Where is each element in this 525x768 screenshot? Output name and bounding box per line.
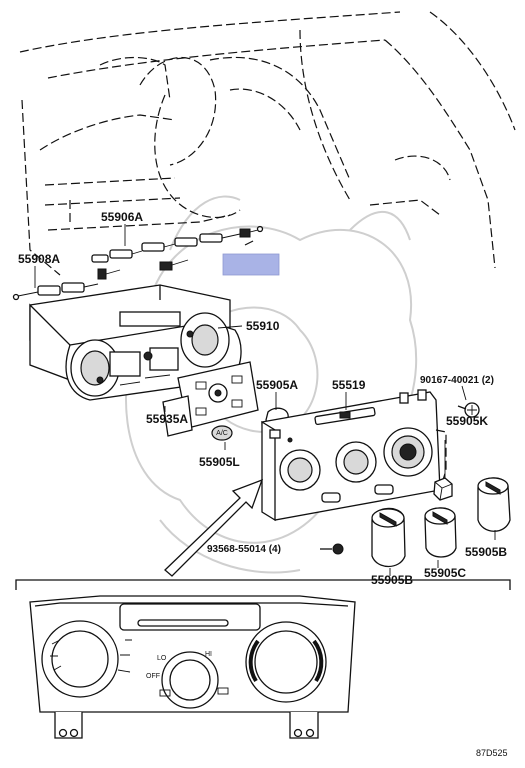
label-55910: 55910: [246, 319, 280, 333]
screw-90167: [457, 402, 480, 418]
knob-55905B-right: [477, 477, 511, 532]
label-55519: 55519: [332, 378, 366, 392]
button-55905K: [433, 477, 453, 501]
screw-93568: [320, 543, 344, 555]
panel-lo-label: LO: [157, 655, 167, 662]
highlight-marker[interactable]: [222, 253, 280, 276]
label-93568: 93568-55014 (4): [207, 544, 281, 555]
svg-text:A/C: A/C: [216, 430, 228, 437]
label-55905K: 55905K: [446, 414, 488, 428]
label-55906A: 55906A: [101, 210, 143, 224]
label-55908A: 55908A: [18, 252, 60, 266]
label-55905A: 55905A: [256, 378, 298, 392]
label-55935A: 55935A: [146, 412, 188, 426]
panel-off-label: OFF: [146, 673, 160, 680]
label-55905C: 55905C: [424, 566, 466, 580]
dashboard-outline: [19, 11, 516, 276]
center-panel: [261, 389, 447, 522]
leader-lines: [34, 224, 496, 576]
label-90167: 90167-40021 (2): [420, 375, 494, 386]
knob-55905B-left: [371, 507, 406, 568]
knob-55905C: [424, 507, 457, 558]
label-55905L: 55905L: [199, 455, 240, 469]
bulb-harness: [12, 225, 264, 301]
assembly-arrow: [164, 478, 264, 577]
panel-hi-label: HI: [205, 651, 212, 658]
reference-code: 87D525: [476, 748, 508, 758]
label-55905B-right: 55905B: [465, 545, 507, 559]
assembled-front-view: [15, 579, 511, 739]
bracket-plate: [162, 361, 259, 437]
